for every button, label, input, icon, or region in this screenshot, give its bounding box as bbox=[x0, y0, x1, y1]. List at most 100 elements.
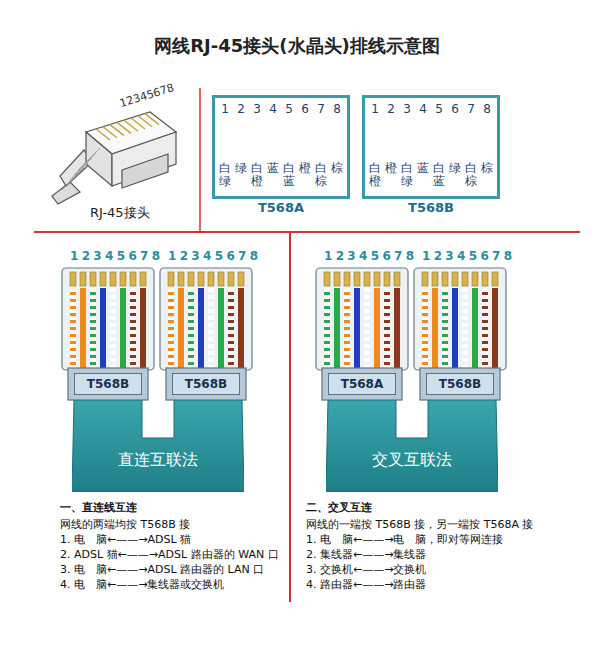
wire-core bbox=[110, 288, 116, 368]
wire-color-name: 白橙 bbox=[369, 162, 381, 188]
wire-stripe bbox=[90, 288, 96, 368]
wire-core bbox=[228, 288, 234, 368]
gold-contact bbox=[364, 272, 370, 286]
gold-contact bbox=[110, 272, 116, 286]
wire bbox=[133, 288, 134, 368]
pin-number: 8 bbox=[481, 102, 493, 116]
gold-contact bbox=[462, 272, 468, 286]
section-heading: 二、交叉互连 bbox=[306, 500, 372, 515]
wire bbox=[171, 288, 172, 368]
cable-band: 交叉互联法 bbox=[326, 400, 498, 492]
wire bbox=[123, 288, 124, 368]
pin-numbers: 12345678 bbox=[168, 249, 261, 263]
plug-label: T568B bbox=[426, 373, 494, 395]
wire bbox=[357, 288, 358, 368]
plug-body bbox=[160, 268, 252, 370]
gold-contact bbox=[90, 272, 96, 286]
standard-name: T568B bbox=[87, 377, 129, 391]
wire-color-name: 绿 bbox=[235, 162, 247, 175]
plug-body bbox=[414, 268, 506, 370]
wire-core bbox=[462, 288, 468, 368]
diagram-title: 网线RJ-45接头(水晶头)排线示意图 bbox=[0, 34, 594, 58]
wire-stripe bbox=[208, 288, 214, 368]
wire-color-name: 蓝 bbox=[267, 162, 279, 175]
wire-core bbox=[120, 288, 126, 368]
standard-name: T568B bbox=[365, 200, 497, 215]
wire-color-name: 蓝 bbox=[417, 162, 429, 175]
cable-strand bbox=[66, 163, 88, 185]
standard-name: T568B bbox=[185, 377, 227, 391]
wire bbox=[103, 288, 104, 368]
wire-color-name: 棕 bbox=[481, 162, 493, 175]
wire bbox=[367, 288, 368, 368]
pin-number: 4 bbox=[267, 102, 279, 116]
section-heading: 一、直连线互连 bbox=[60, 500, 137, 515]
wire bbox=[221, 288, 222, 368]
gold-contact bbox=[218, 272, 224, 286]
plug-body bbox=[316, 268, 408, 370]
wire bbox=[83, 288, 84, 368]
wire-stripe bbox=[422, 288, 428, 368]
plug-label: T568B bbox=[172, 373, 240, 395]
wire-stripe bbox=[168, 288, 174, 368]
gold-contact bbox=[492, 272, 498, 286]
wire-stripe bbox=[384, 288, 390, 368]
plug-label: T568A bbox=[328, 373, 396, 395]
wire-color-name: 橙 bbox=[299, 162, 311, 175]
wire bbox=[73, 288, 74, 368]
pin-number: 3 bbox=[401, 102, 413, 116]
wire-core bbox=[238, 288, 244, 368]
wire-stripe bbox=[70, 288, 76, 368]
plug-housing bbox=[68, 368, 148, 400]
wire-core bbox=[482, 288, 488, 368]
pin-number: 7 bbox=[465, 102, 477, 116]
wire-core bbox=[432, 288, 438, 368]
gold-contact bbox=[374, 272, 380, 286]
wire-color-name: 橙 bbox=[385, 162, 397, 175]
wire-color-name: 白蓝 bbox=[283, 162, 295, 188]
gold-contact bbox=[394, 272, 400, 286]
wire-color-name: 棕 bbox=[331, 162, 343, 175]
pin-number: 5 bbox=[433, 102, 445, 116]
wire-core bbox=[208, 288, 214, 368]
rj45-plug-drawing bbox=[52, 112, 176, 204]
gold-contact bbox=[188, 272, 194, 286]
wire-color-name: 白橙 bbox=[251, 162, 263, 188]
gold-contact bbox=[100, 272, 106, 286]
wire-stripe bbox=[188, 288, 194, 368]
gold-contact bbox=[198, 272, 204, 286]
note-line: 4. 路由器←——→路由器 bbox=[306, 577, 426, 592]
wire bbox=[495, 288, 496, 368]
cable-strand bbox=[62, 168, 84, 190]
pin-number: 1 bbox=[369, 102, 381, 116]
note-line: 3. 交换机←——→交换机 bbox=[306, 562, 426, 577]
pin-number: 6 bbox=[449, 102, 461, 116]
pin-numbers: 12345678 bbox=[118, 81, 175, 110]
cable-strand bbox=[78, 148, 100, 170]
wire-core bbox=[178, 288, 184, 368]
gold-contact bbox=[70, 272, 76, 286]
pin-number: 1 bbox=[219, 102, 231, 116]
wire bbox=[397, 288, 398, 368]
contact-line bbox=[145, 114, 159, 125]
wire-core bbox=[422, 288, 428, 368]
wire-core bbox=[344, 288, 350, 368]
divider-line bbox=[199, 88, 201, 232]
gold-contact bbox=[354, 272, 360, 286]
method-name: 交叉互联法 bbox=[326, 450, 498, 471]
wire-core bbox=[354, 288, 360, 368]
wire-core bbox=[188, 288, 194, 368]
note-line: 网线的两端均按 T568B 接 bbox=[60, 517, 190, 532]
gold-contact bbox=[452, 272, 458, 286]
wire-core bbox=[492, 288, 498, 368]
pin-number: 2 bbox=[235, 102, 247, 116]
wire-color-name: 绿 bbox=[449, 162, 461, 175]
divider-line bbox=[289, 232, 291, 602]
wire-stripe bbox=[228, 288, 234, 368]
wire-stripe bbox=[344, 288, 350, 368]
plug-housing bbox=[322, 368, 402, 400]
cable-strand bbox=[74, 153, 96, 175]
wire-core bbox=[168, 288, 174, 368]
wire bbox=[337, 288, 338, 368]
note-line: 3. 电 脑←——→ADSL 路由器的 LAN 口 bbox=[60, 562, 264, 577]
